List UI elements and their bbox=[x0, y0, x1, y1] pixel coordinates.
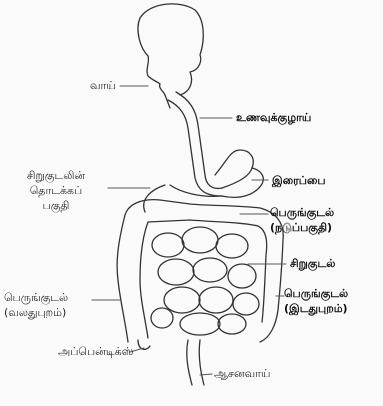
small-intestine-coils bbox=[151, 227, 259, 335]
stomach-shape bbox=[215, 150, 253, 188]
neck-line bbox=[165, 95, 170, 108]
label-duodenum-line2: தொடக்கப் bbox=[6, 183, 106, 198]
label-stomach: இரைப்பை bbox=[272, 173, 326, 188]
label-mouth: வாய் bbox=[90, 78, 116, 93]
label-duodenum-line1: சிறுகுடலின் bbox=[6, 168, 106, 183]
duodenum bbox=[144, 185, 165, 212]
label-duodenum: சிறுகுடலின் தொடக்கப் பகுதி bbox=[6, 168, 106, 213]
label-ascending-colon-line1: பெருங்குடல் bbox=[4, 290, 68, 305]
label-duodenum-line3: பகுதி bbox=[6, 198, 106, 213]
label-appendix: அப்பென்டிக்ஸ் bbox=[58, 344, 133, 359]
label-descending-colon: பெருங்குடல் (இடதுபுறம்) bbox=[284, 286, 348, 316]
head-outline bbox=[138, 4, 203, 95]
label-transverse-colon-line1: பெருங்குடல் bbox=[270, 205, 334, 220]
label-descending-colon-line1: பெருங்குடல் bbox=[284, 286, 348, 301]
rectum bbox=[187, 340, 192, 385]
label-ascending-colon: பெருங்குடல் (வலதுபுறம்) bbox=[4, 290, 68, 320]
label-ascending-colon-line2: (வலதுபுறம்) bbox=[4, 305, 68, 320]
label-transverse-colon: பெருங்குடல் (நடுப்பகுதி) bbox=[270, 205, 334, 235]
label-anus: ஆசனவாய் bbox=[214, 366, 270, 381]
label-descending-colon-line2: (இடதுபுறம்) bbox=[284, 301, 348, 316]
label-transverse-colon-line2: (நடுப்பகுதி) bbox=[270, 220, 334, 235]
label-esophagus: உணவுக்குழாய் bbox=[236, 110, 311, 125]
label-small-intestine: சிறுகுடல் bbox=[290, 256, 335, 271]
